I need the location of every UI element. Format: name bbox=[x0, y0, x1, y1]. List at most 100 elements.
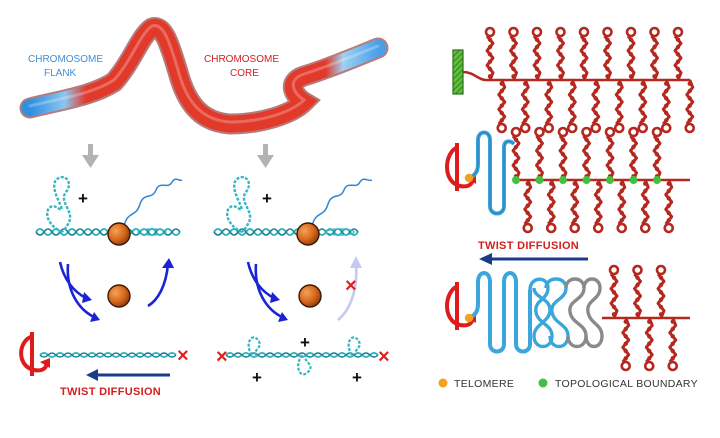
nucleosome-bead bbox=[628, 44, 634, 50]
legend-telomere-label: TELOMERE bbox=[454, 378, 514, 390]
nucleosome-bead bbox=[643, 188, 648, 194]
nucleosome-bead bbox=[623, 326, 628, 332]
nucleosome-bead bbox=[607, 144, 613, 150]
nucleosome-bead bbox=[643, 210, 648, 216]
chromatin-fiber bbox=[508, 26, 531, 134]
core-block-mark-left: × bbox=[216, 346, 228, 368]
nucleosome-bead bbox=[560, 166, 566, 172]
chromatin-loop-end bbox=[616, 222, 628, 234]
chromatin-loop-end bbox=[496, 122, 508, 134]
chromatin-loop-end bbox=[590, 122, 602, 134]
nucleosome-bead bbox=[643, 181, 648, 186]
chromatin-loop-end bbox=[663, 222, 675, 234]
flank-free-polymerase bbox=[107, 284, 131, 308]
nucleosome-bead bbox=[658, 312, 664, 317]
nucleosome-bead bbox=[549, 181, 554, 186]
nucleosome-bead bbox=[605, 74, 610, 79]
nucleosome-bead bbox=[581, 52, 587, 57]
topological-boundary-marker bbox=[559, 176, 567, 184]
label-twist-diffusion-right: TWIST DIFFUSION bbox=[478, 240, 579, 252]
nucleosome-bead bbox=[546, 88, 551, 94]
chromatin-loop-end bbox=[655, 264, 667, 276]
nucleosome-bead bbox=[549, 196, 554, 201]
nucleosome-bead bbox=[670, 356, 675, 361]
nucleosome-bead bbox=[619, 196, 624, 201]
nucleosome-bead bbox=[635, 290, 640, 295]
nucleosome-bead bbox=[593, 110, 598, 116]
nucleosome-bead bbox=[643, 203, 648, 208]
nucleosome-bead bbox=[607, 152, 613, 157]
nucleosome-bead bbox=[654, 137, 660, 142]
topological-boundary-marker bbox=[606, 176, 614, 184]
nucleosome-bead bbox=[558, 52, 563, 57]
chromatin-loop-end bbox=[534, 126, 545, 138]
nucleosome-bead bbox=[523, 96, 528, 101]
nucleosome-bead bbox=[635, 282, 640, 288]
chromatin-loop-end bbox=[508, 26, 519, 38]
nucleosome-bead bbox=[687, 81, 692, 86]
nucleosome-bead bbox=[584, 166, 589, 172]
nucleosome-bead bbox=[487, 37, 493, 42]
nucleosome-bead bbox=[631, 137, 636, 142]
core-supercoil-loop bbox=[226, 175, 252, 234]
nucleosome-bead bbox=[537, 152, 542, 157]
nucleosome-bead bbox=[658, 304, 664, 310]
nucleosome-bead bbox=[687, 110, 692, 116]
nucleosome-bead bbox=[635, 312, 640, 317]
nucleosome-bead bbox=[537, 137, 542, 142]
core-rna-transcript bbox=[311, 178, 373, 227]
nucleosome-bead bbox=[611, 290, 617, 295]
nucleosome-bead bbox=[631, 166, 636, 172]
chromatin-loop-end bbox=[684, 122, 696, 134]
core-free-polymerase bbox=[298, 284, 322, 308]
nucleosome-bead bbox=[619, 203, 624, 208]
flank-plus-sign: + bbox=[78, 189, 88, 208]
legend-boundary-swatch bbox=[538, 378, 548, 388]
nucleosome-bead bbox=[664, 118, 669, 123]
plectoneme-gray bbox=[564, 277, 604, 349]
chromatin-loop-end bbox=[620, 360, 632, 372]
twist-arrow-right bbox=[479, 253, 588, 265]
nucleosome-bead bbox=[572, 188, 577, 194]
nucleosome-bead bbox=[619, 181, 624, 186]
label-chromosome-flank-1: CHROMOSOME bbox=[28, 54, 103, 65]
flank-transcription-bubble bbox=[137, 228, 167, 236]
nucleosome-bead bbox=[537, 144, 542, 150]
nucleosome-bead bbox=[619, 218, 624, 223]
telomere-marker-middle bbox=[464, 173, 474, 183]
nucleosome-bead bbox=[628, 59, 634, 64]
nucleosome-bead bbox=[652, 37, 657, 42]
nucleosome-bead bbox=[513, 159, 519, 164]
chromatin-loop-end bbox=[628, 126, 639, 138]
nucleosome-bead bbox=[572, 203, 577, 208]
chromatin-fiber bbox=[632, 264, 655, 372]
topological-boundary-marker bbox=[582, 176, 591, 184]
nucleosome-bead bbox=[607, 166, 613, 172]
nucleosome-bead bbox=[558, 37, 563, 42]
nuclear-envelope-anchor bbox=[452, 49, 464, 95]
label-chromosome-flank-2: FLANK bbox=[44, 68, 77, 79]
nucleosome-bead bbox=[670, 348, 675, 354]
chromatin-loop-end bbox=[672, 26, 684, 38]
nucleosome-bead bbox=[534, 66, 540, 72]
chromatin-loop-end bbox=[484, 26, 496, 38]
nucleosome-bead bbox=[499, 118, 504, 123]
chromatin-fiber bbox=[578, 26, 602, 134]
nucleosome-bead bbox=[584, 152, 589, 157]
nucleosome-bead bbox=[499, 88, 504, 94]
nucleosome-bead bbox=[664, 110, 669, 116]
nucleosome-bead bbox=[617, 81, 622, 86]
nucleosome-bead bbox=[593, 118, 598, 123]
nucleosome-bead bbox=[572, 218, 577, 223]
nucleosome-bead bbox=[513, 152, 519, 157]
nucleosome-bead bbox=[523, 110, 528, 116]
nucleosome-bead bbox=[658, 297, 664, 302]
chromatin-loop-end bbox=[557, 126, 569, 138]
nucleosome-bead bbox=[596, 181, 601, 186]
nucleosome-bead bbox=[617, 96, 622, 101]
nucleosome-bead bbox=[499, 96, 504, 101]
flank-block-mark: × bbox=[177, 345, 189, 367]
nucleosome-bead bbox=[525, 210, 530, 216]
nucleosome-bead bbox=[605, 44, 610, 50]
